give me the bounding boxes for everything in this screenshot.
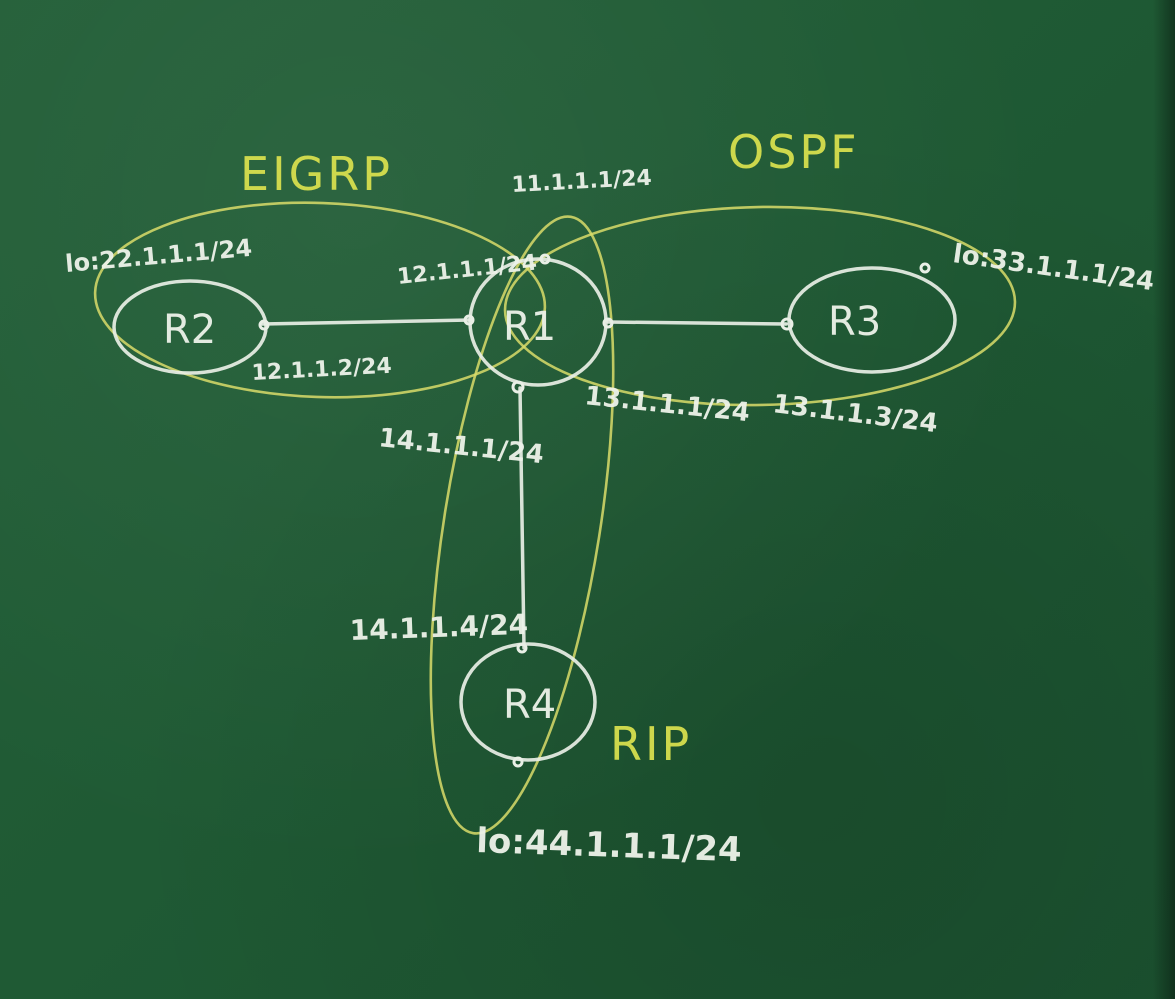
interface-dot bbox=[258, 319, 270, 331]
address-r1-to-r3: 13.1.1.1/24 bbox=[583, 381, 751, 428]
interface-dot bbox=[463, 314, 475, 326]
address-r2-loopback: lo:22.1.1.1/24 bbox=[64, 234, 253, 278]
protocol-rip-label: RIP bbox=[610, 717, 692, 771]
interface-dot bbox=[780, 317, 794, 331]
router-r2-label: R2 bbox=[163, 307, 216, 353]
link-r1-r4 bbox=[518, 386, 526, 650]
router-r3-label: R3 bbox=[828, 299, 881, 345]
router-r1-label: R1 bbox=[503, 304, 556, 350]
protocol-eigrp-label: EIGRP bbox=[240, 147, 393, 201]
address-r3-loopback: lo:33.1.1.1/24 bbox=[951, 239, 1156, 297]
address-r4-loopback: lo:44.1.1.1/24 bbox=[476, 821, 743, 870]
address-r2-to-r1: 12.1.1.2/24 bbox=[251, 354, 392, 386]
rip-domain-ellipse bbox=[429, 215, 615, 835]
interface-dot bbox=[512, 756, 524, 768]
interface-dot bbox=[516, 642, 528, 654]
interface-dot bbox=[539, 253, 551, 265]
interface-dot bbox=[511, 380, 525, 394]
interface-dot bbox=[919, 262, 931, 274]
link-r2-r1 bbox=[260, 318, 472, 326]
router-r4-circle bbox=[459, 642, 597, 762]
interface-dot bbox=[602, 317, 614, 329]
address-r4-to-r1: 14.1.1.4/24 bbox=[349, 608, 529, 647]
router-r1-circle bbox=[468, 257, 608, 387]
ospf-domain-ellipse bbox=[503, 205, 1017, 407]
eigrp-domain-ellipse bbox=[93, 201, 547, 399]
address-r1-to-r2: 12.1.1.1/24 bbox=[396, 250, 538, 290]
protocol-ospf-label: OSPF bbox=[728, 125, 860, 179]
router-r4-label: R4 bbox=[503, 682, 556, 728]
address-r1-loopback: 11.1.1.1/24 bbox=[511, 166, 652, 198]
link-r1-r3 bbox=[606, 320, 788, 326]
